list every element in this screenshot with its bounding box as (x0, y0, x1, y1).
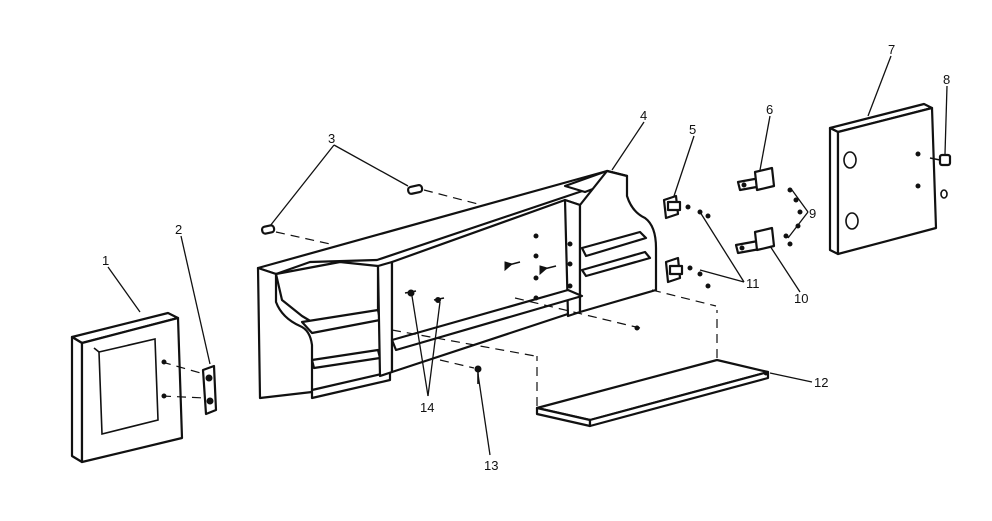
part-4-shelf-cabinet (256, 169, 658, 400)
part-13-screw (439, 359, 482, 384)
callout-6: 6 (766, 102, 773, 117)
part-5-catch-upper (662, 194, 711, 220)
part-8-knob (929, 153, 952, 167)
part-7-door-panel (828, 102, 948, 256)
callout-labels: 1 2 3 4 5 6 7 8 9 10 11 12 13 14 (102, 42, 950, 473)
callout-14: 14 (420, 400, 434, 415)
leader-lines (107, 55, 948, 456)
callout-9: 9 (809, 206, 816, 221)
callout-3: 3 (328, 131, 335, 146)
callout-7: 7 (888, 42, 895, 57)
callout-11: 11 (746, 276, 760, 291)
part-1-frame-panel (70, 311, 184, 464)
part-12-shelf-board (391, 289, 770, 428)
part-14-pins (404, 289, 445, 303)
callout-5: 5 (689, 122, 696, 137)
part-10-hinge-lower (734, 223, 801, 255)
callout-12: 12 (814, 375, 828, 390)
callout-10: 10 (794, 291, 808, 306)
callout-4: 4 (640, 108, 647, 123)
callout-8: 8 (943, 72, 950, 87)
callout-1: 1 (102, 253, 109, 268)
part-11-catch-lower (664, 256, 711, 289)
callout-13: 13 (484, 458, 498, 473)
callout-2: 2 (175, 222, 182, 237)
part-6-hinge-upper (736, 166, 803, 215)
part-3-dowels (260, 184, 479, 245)
part-2-bracket (161, 359, 218, 416)
